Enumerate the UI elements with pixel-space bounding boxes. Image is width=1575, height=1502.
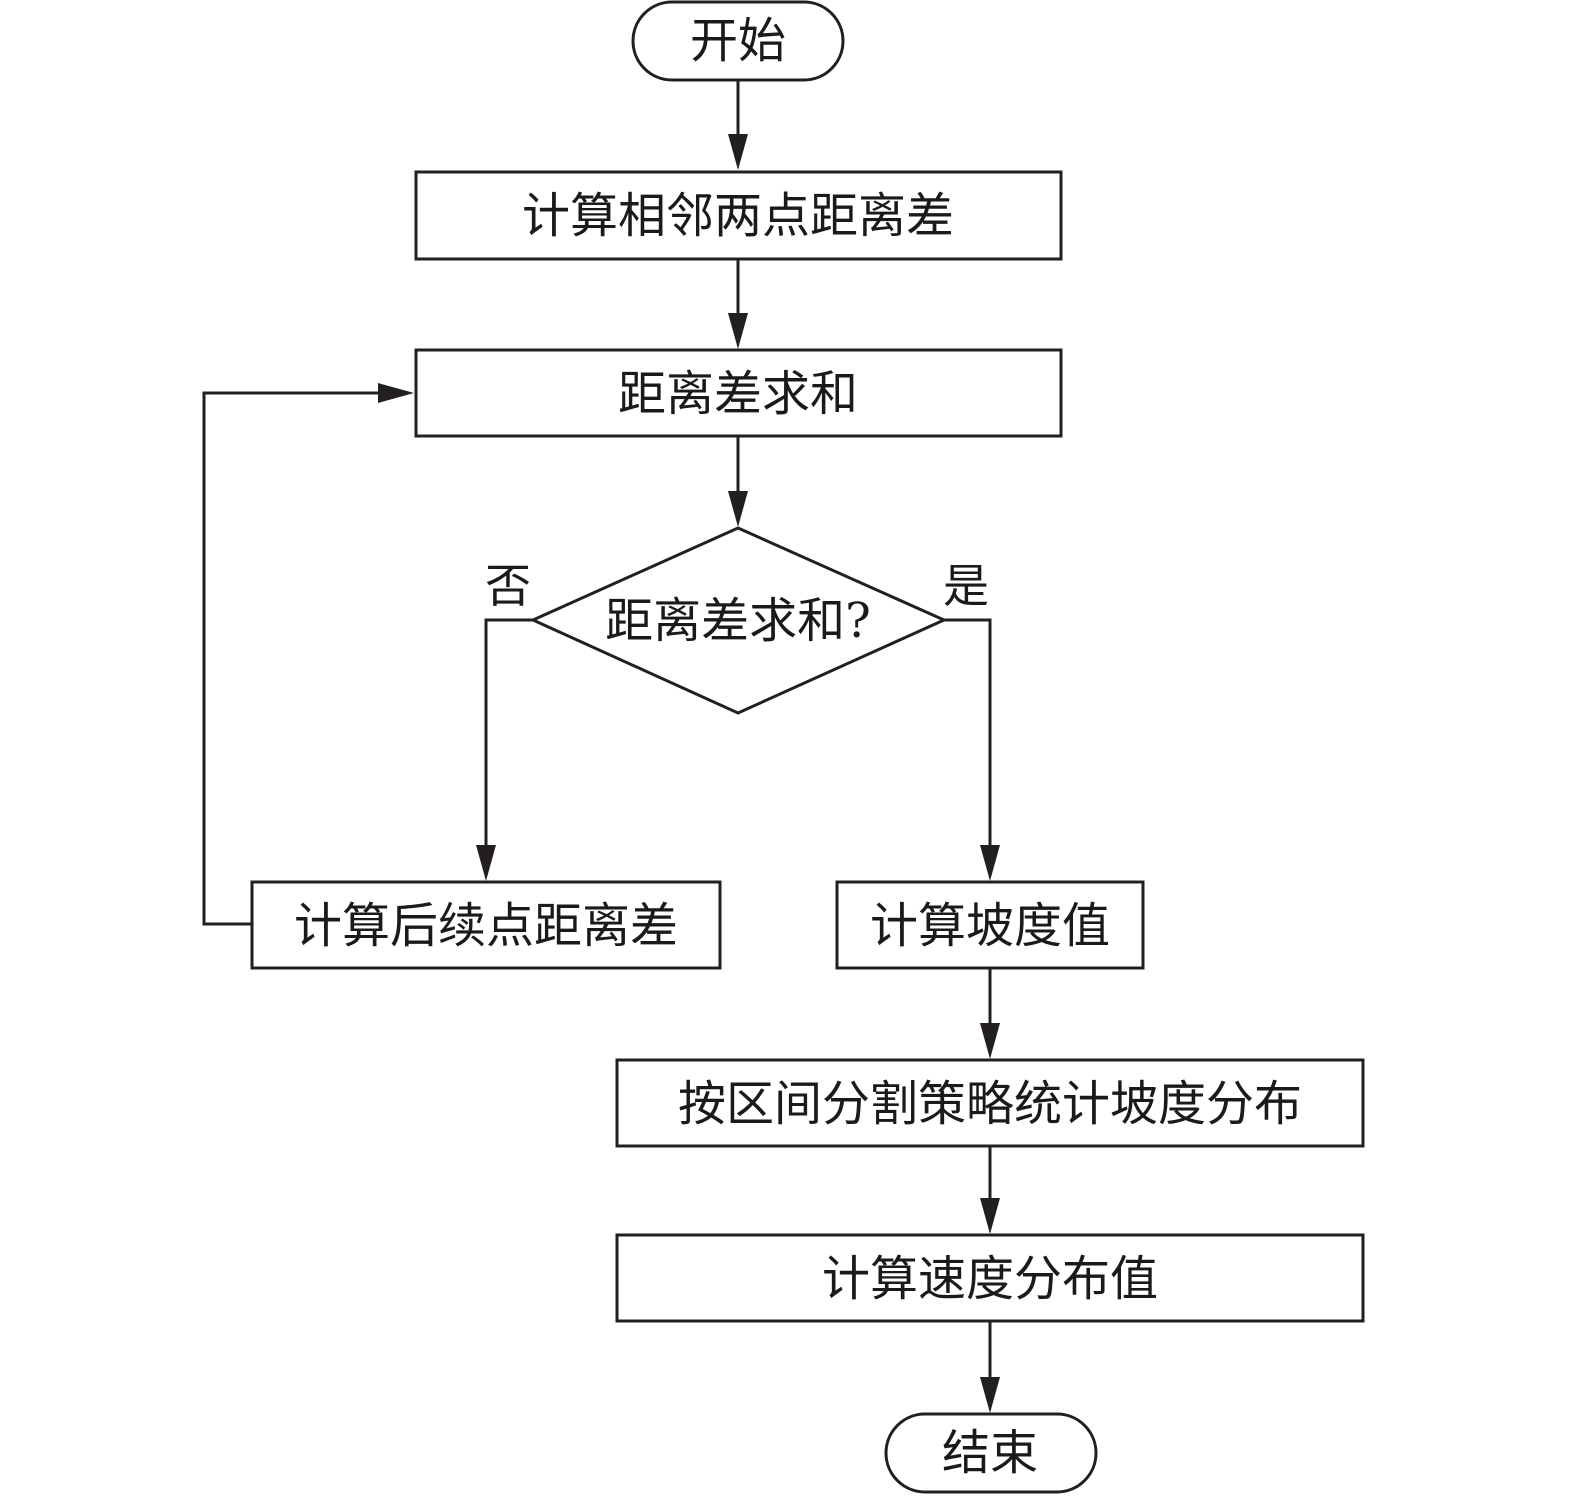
node-end-label: 结束	[942, 1425, 1038, 1481]
node-calc-slope-label: 计算坡度值	[870, 898, 1110, 954]
node-stat-slope-label: 按区间分割策略统计坡度分布	[678, 1076, 1302, 1132]
arrowhead-icon	[728, 134, 748, 170]
node-calc-adjacent: 计算相邻两点距离差	[414, 170, 1063, 261]
node-end: 结束	[884, 1412, 1098, 1494]
node-sum-diff-label: 距离差求和	[618, 366, 858, 422]
node-start-label: 开始	[690, 13, 786, 69]
node-start: 开始	[631, 0, 845, 82]
arrowhead-icon	[728, 491, 748, 527]
arrowhead-icon	[980, 1023, 1000, 1059]
edge-decision-yes-to-calc-slope	[944, 618, 992, 845]
node-calc-next-label: 计算后续点距离差	[294, 898, 678, 954]
arrowhead-icon	[980, 1377, 1000, 1413]
node-decision-label: 距离差求和?	[605, 593, 871, 649]
arrowhead-icon	[980, 845, 1000, 881]
node-calc-speed: 计算速度分布值	[615, 1233, 1365, 1323]
edges	[202, 80, 1000, 1413]
edge-decision-no-to-calc-next	[484, 618, 533, 845]
edge-calc-next-loop-to-sum-diff	[202, 391, 378, 926]
arrowhead-icon	[378, 383, 414, 403]
arrowhead-icon	[728, 313, 748, 349]
node-calc-adjacent-label: 计算相邻两点距离差	[522, 188, 954, 244]
arrowhead-icon	[476, 845, 496, 881]
node-stat-slope: 按区间分割策略统计坡度分布	[615, 1058, 1365, 1148]
node-sum-diff: 距离差求和	[414, 348, 1063, 438]
edge-label-no: 否	[485, 559, 531, 613]
node-decision: 距离差求和?	[529, 526, 948, 715]
node-calc-speed-label: 计算速度分布值	[822, 1251, 1158, 1307]
node-calc-next: 计算后续点距离差	[250, 880, 722, 970]
arrowhead-icon	[980, 1198, 1000, 1234]
node-calc-slope: 计算坡度值	[835, 880, 1145, 970]
edge-label-yes: 是	[943, 559, 989, 613]
